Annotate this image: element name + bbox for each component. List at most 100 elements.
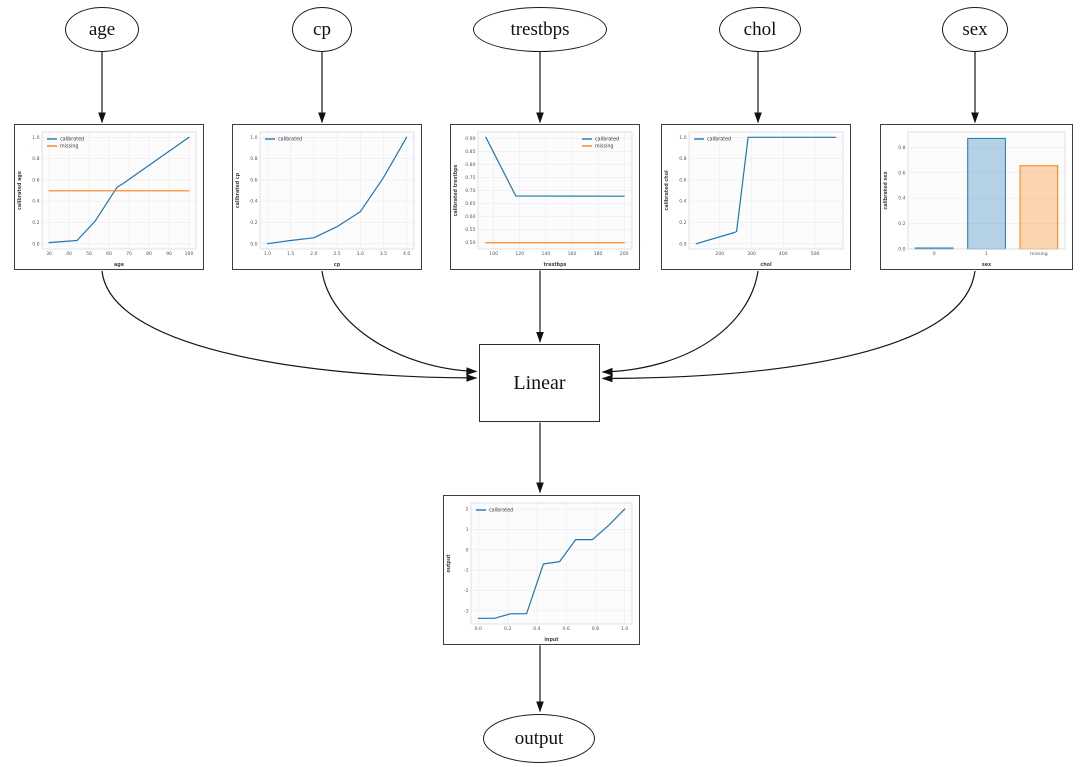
- y-axis-label: calibrated age: [17, 170, 23, 210]
- svg-text:400: 400: [779, 251, 788, 257]
- svg-text:0.4: 0.4: [533, 626, 540, 632]
- svg-text:0.80: 0.80: [465, 162, 475, 168]
- grid-lines: [478, 132, 632, 249]
- svg-text:0.90: 0.90: [465, 136, 475, 142]
- bar-missing: [1019, 165, 1059, 250]
- svg-text:300: 300: [747, 251, 756, 257]
- series-calibrated: [695, 136, 837, 245]
- svg-text:2.0: 2.0: [310, 251, 317, 257]
- svg-text:calibrated: calibrated: [60, 137, 84, 143]
- edge-sex-plot-to-linear: [601, 270, 976, 383]
- svg-text:0.4: 0.4: [679, 199, 686, 205]
- legend: calibrated: [476, 508, 513, 514]
- svg-text:0: 0: [933, 251, 936, 257]
- svg-text:0.0: 0.0: [250, 241, 257, 247]
- bar-1: [967, 137, 1006, 250]
- svg-text:0.8: 0.8: [679, 156, 686, 162]
- svg-text:0.6: 0.6: [250, 178, 257, 184]
- svg-text:0.65: 0.65: [465, 201, 475, 207]
- edge-chol-plot-to-linear: [601, 270, 759, 376]
- y-axis-label: calibrated trestbps: [453, 164, 459, 216]
- node-trestbps-label: trestbps: [510, 18, 570, 40]
- svg-text:-2: -2: [464, 588, 469, 594]
- svg-text:0.60: 0.60: [465, 214, 475, 220]
- svg-text:0.0: 0.0: [898, 247, 905, 253]
- svg-text:500: 500: [811, 251, 820, 257]
- svg-text:missing: missing: [1030, 251, 1048, 257]
- node-age: age: [65, 7, 139, 52]
- grid-lines: [260, 132, 414, 249]
- svg-text:0.6: 0.6: [562, 626, 569, 632]
- node-output: output: [483, 714, 595, 763]
- node-age-label: age: [88, 18, 116, 40]
- axes-frame: [470, 502, 633, 625]
- legend: calibrated: [694, 137, 731, 143]
- svg-text:missing: missing: [60, 144, 78, 150]
- svg-text:1.0: 1.0: [621, 626, 628, 632]
- svg-text:80: 80: [146, 251, 152, 257]
- svg-text:120: 120: [515, 251, 524, 257]
- svg-text:70: 70: [126, 251, 132, 257]
- svg-text:0.6: 0.6: [898, 170, 905, 176]
- axes-frame: [477, 131, 633, 250]
- node-cp-label: cp: [313, 18, 331, 40]
- svg-text:0.2: 0.2: [504, 626, 511, 632]
- axes-frame: [41, 131, 197, 250]
- series-calibrated: [477, 508, 626, 619]
- svg-text:40: 40: [66, 251, 72, 257]
- svg-text:100: 100: [489, 251, 498, 257]
- svg-text:30: 30: [46, 251, 52, 257]
- node-chol-label: chol: [743, 18, 777, 40]
- x-axis-label: age: [114, 263, 125, 268]
- series-calibrated: [48, 136, 190, 244]
- svg-text:0.8: 0.8: [32, 156, 39, 162]
- svg-text:0.4: 0.4: [32, 199, 39, 205]
- svg-text:0.2: 0.2: [679, 220, 686, 226]
- svg-text:0.6: 0.6: [32, 178, 39, 184]
- svg-text:1.0: 1.0: [264, 251, 271, 257]
- svg-text:1: 1: [985, 251, 988, 257]
- edge-age-plot-to-linear: [101, 270, 478, 382]
- node-linear: Linear: [479, 344, 600, 422]
- x-axis-label: input: [544, 637, 559, 643]
- y-axis-label: calibrated cp: [235, 172, 241, 208]
- y-axis-label: calibrated sex: [883, 170, 889, 209]
- svg-text:-3: -3: [464, 608, 469, 614]
- axes-frame: [907, 131, 1066, 250]
- svg-text:0.75: 0.75: [465, 175, 475, 181]
- svg-text:calibrated: calibrated: [489, 508, 513, 514]
- grid-lines: [689, 132, 843, 249]
- y-axis-label: output: [446, 554, 452, 573]
- svg-text:0.4: 0.4: [898, 196, 905, 202]
- axes-background: [471, 503, 632, 624]
- svg-text:100: 100: [185, 251, 194, 257]
- grid-lines: [471, 503, 632, 624]
- svg-text:calibrated: calibrated: [595, 137, 619, 143]
- y-axis-label: calibrated chol: [664, 170, 670, 211]
- axes-frame: [259, 131, 415, 250]
- svg-text:3.5: 3.5: [380, 251, 387, 257]
- node-output-label: output: [514, 727, 564, 749]
- svg-text:3.0: 3.0: [357, 251, 364, 257]
- x-axis-label: chol: [760, 262, 772, 268]
- svg-text:1: 1: [466, 527, 469, 533]
- svg-text:0.2: 0.2: [32, 220, 39, 226]
- svg-text:calibrated: calibrated: [707, 137, 731, 143]
- node-trestbps: trestbps: [473, 7, 607, 52]
- svg-text:0.0: 0.0: [679, 241, 686, 247]
- svg-text:-1: -1: [464, 568, 469, 574]
- svg-text:0.8: 0.8: [592, 626, 599, 632]
- svg-text:0.8: 0.8: [898, 145, 905, 151]
- svg-text:1.0: 1.0: [250, 135, 257, 141]
- svg-text:160: 160: [568, 251, 577, 257]
